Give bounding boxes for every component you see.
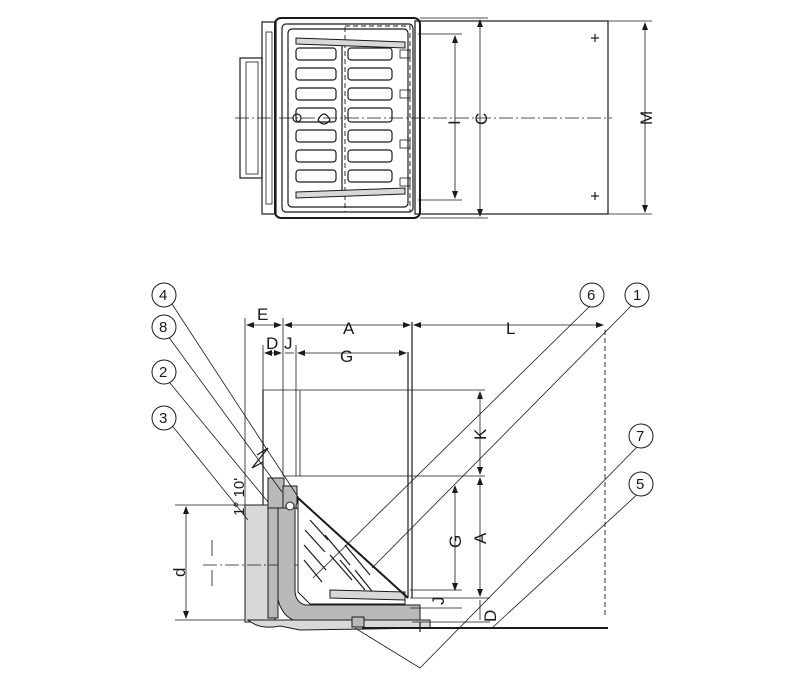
label-D-side: D	[481, 610, 500, 622]
label-G-side: G	[446, 535, 465, 548]
label-D-top: D	[266, 334, 278, 353]
label-I: I	[445, 120, 464, 125]
label-J-side: J	[429, 597, 448, 606]
label-A-side: A	[471, 532, 490, 544]
screw-icon	[591, 34, 599, 42]
callout-1: 1	[624, 282, 650, 308]
callout-8: 8	[151, 314, 177, 340]
svg-text:3: 3	[159, 410, 167, 427]
break-line	[251, 447, 269, 469]
label-E: E	[257, 305, 268, 324]
callout-3: 3	[151, 405, 177, 431]
svg-text:1: 1	[633, 287, 641, 304]
callout-2: 2	[151, 359, 177, 385]
svg-text:6: 6	[587, 287, 595, 304]
label-angle: 1° 10'	[231, 478, 248, 516]
svg-text:2: 2	[159, 364, 167, 381]
callout-5: 5	[628, 471, 654, 497]
screw-icon	[351, 616, 365, 628]
plan-view: I C M	[235, 17, 656, 219]
cover-plate	[414, 20, 609, 215]
label-C: C	[472, 113, 491, 125]
label-A-top: A	[343, 319, 355, 338]
label-G-top: G	[340, 347, 353, 366]
section-view: d 1° 10'	[164, 300, 642, 669]
bolt-icon	[285, 501, 295, 511]
label-d: d	[170, 568, 189, 577]
svg-text:8: 8	[159, 319, 167, 336]
svg-text:4: 4	[159, 287, 167, 304]
callout-6: 6	[579, 282, 605, 308]
label-L: L	[506, 319, 515, 338]
label-K: K	[471, 428, 490, 440]
label-M: M	[637, 111, 656, 125]
svg-text:7: 7	[636, 428, 644, 445]
screw-icon	[591, 192, 599, 200]
callout-4: 4	[151, 282, 177, 308]
label-J-top: J	[284, 334, 293, 353]
svg-text:5: 5	[636, 476, 644, 493]
callout-7: 7	[628, 423, 654, 449]
clamp-flange	[267, 477, 285, 509]
